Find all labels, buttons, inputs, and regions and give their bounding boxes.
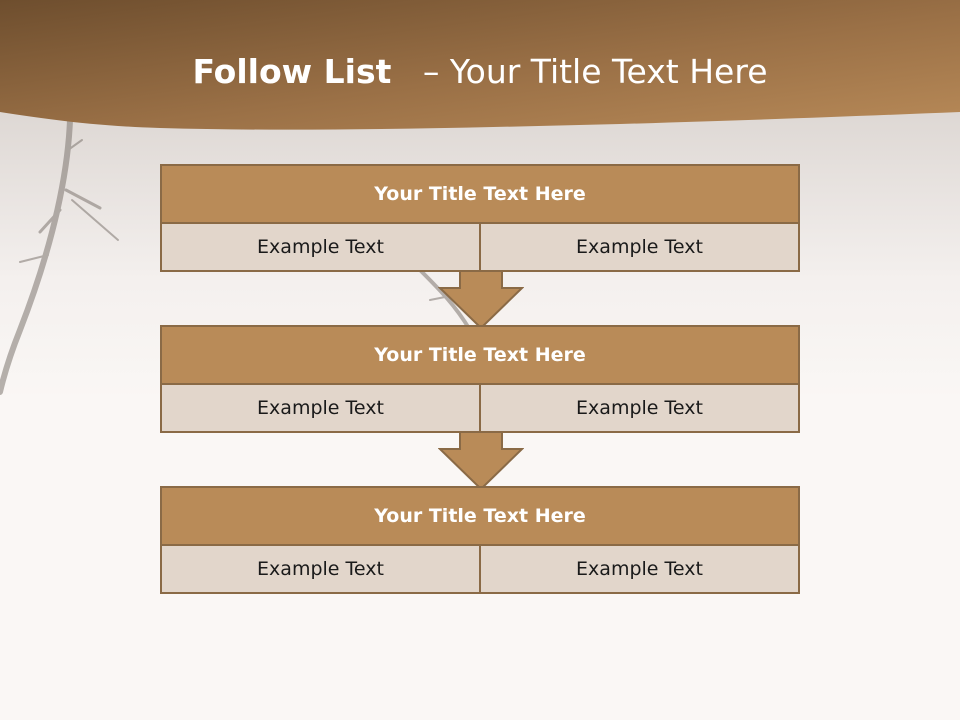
title-rest-text: Your Title Text Here [449,52,768,91]
block-cells: Example Text Example Text [162,546,798,592]
title-bold-text: Follow List [192,52,392,91]
block-header: Your Title Text Here [162,327,798,385]
block-cell-left: Example Text [162,224,479,270]
block-cell-right: Example Text [479,546,798,592]
title-separator: – [422,52,440,91]
flow-block-2: Your Title Text Here Example Text Exampl… [160,325,800,433]
flow-block-1: Your Title Text Here Example Text Exampl… [160,164,800,272]
block-header: Your Title Text Here [162,166,798,224]
down-arrow-icon [438,431,524,491]
block-cells: Example Text Example Text [162,385,798,431]
block-cell-right: Example Text [479,224,798,270]
flow-block-3: Your Title Text Here Example Text Exampl… [160,486,800,594]
block-cell-right: Example Text [479,385,798,431]
thorn-branch-decoration [0,117,472,395]
slide-title: Follow List – Your Title Text Here [0,52,960,91]
down-arrow-icon [438,270,524,330]
block-cells: Example Text Example Text [162,224,798,270]
block-cell-left: Example Text [162,385,479,431]
block-header: Your Title Text Here [162,488,798,546]
block-cell-left: Example Text [162,546,479,592]
